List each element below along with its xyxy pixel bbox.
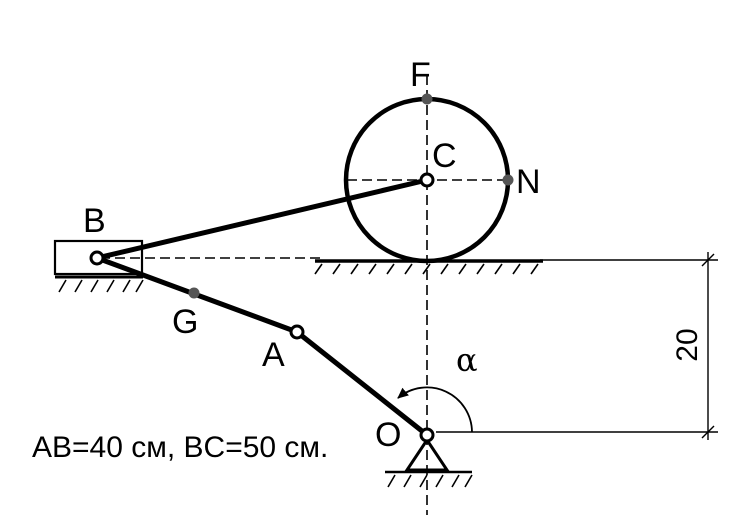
point-f bbox=[421, 93, 433, 105]
point-n bbox=[502, 174, 514, 186]
rod-bc bbox=[94, 177, 430, 261]
rod-oa bbox=[294, 329, 430, 438]
alpha-arc bbox=[397, 386, 473, 433]
wheel-ground-hatch bbox=[314, 263, 539, 275]
point-g bbox=[188, 287, 200, 299]
dim-tick-top bbox=[701, 253, 715, 267]
rods bbox=[94, 177, 430, 438]
support-hatch bbox=[387, 474, 473, 488]
label-g: G bbox=[172, 303, 198, 341]
label-o: O bbox=[375, 416, 401, 454]
caption: AB=40 см, BC=50 см. bbox=[32, 431, 328, 464]
slider-ground-hatch bbox=[58, 279, 144, 293]
dimension-label: 20 bbox=[671, 328, 704, 361]
support-triangle bbox=[404, 437, 450, 472]
label-a: A bbox=[262, 336, 285, 374]
marked-points bbox=[188, 93, 514, 299]
dimension-20 bbox=[436, 252, 718, 440]
joint-o bbox=[419, 427, 435, 443]
slider-block bbox=[53, 239, 144, 276]
label-n: N bbox=[516, 163, 541, 201]
dim-tick-bottom bbox=[701, 425, 715, 439]
label-c: C bbox=[432, 137, 457, 175]
joints bbox=[89, 172, 435, 443]
joint-a bbox=[289, 324, 305, 340]
joint-c bbox=[419, 172, 435, 188]
pivot-support bbox=[385, 437, 473, 488]
label-f: F bbox=[410, 56, 431, 94]
label-b: B bbox=[83, 202, 106, 240]
label-alpha: α bbox=[456, 341, 478, 379]
slider-ground bbox=[55, 275, 144, 293]
joint-b bbox=[89, 250, 105, 266]
